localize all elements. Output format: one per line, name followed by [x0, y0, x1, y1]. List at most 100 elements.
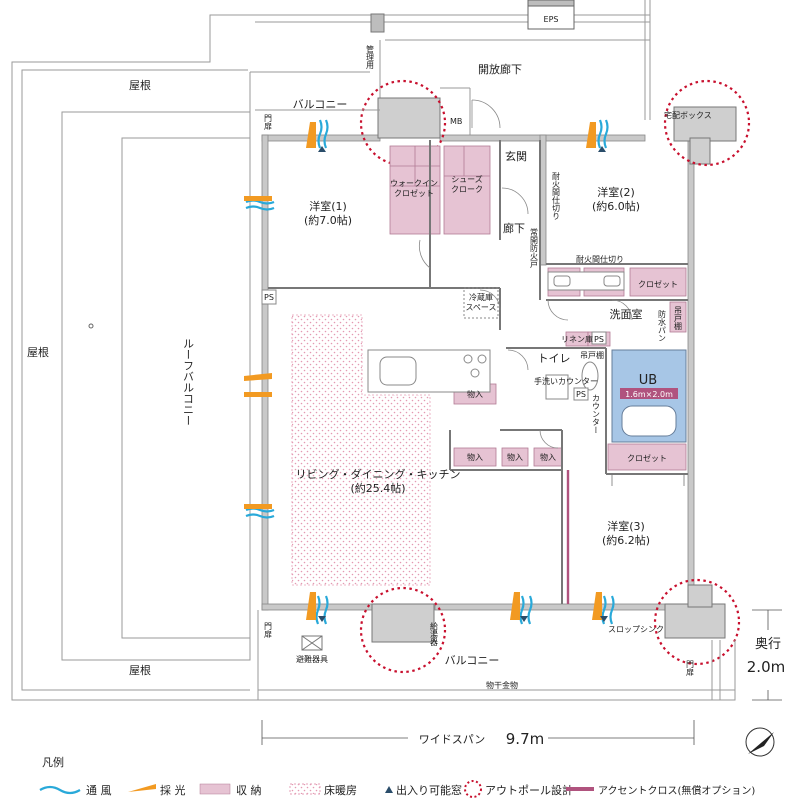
hallway-label: 廊下: [503, 221, 525, 235]
roof-balcony-label: ルーフバルコニー: [182, 338, 195, 426]
legend-access-window-label: 出入り可能窓: [396, 783, 462, 797]
floor-heating-area: [291, 314, 431, 586]
legend-title: 凡例: [42, 755, 64, 769]
delivery-box-label: 宅配ボックス: [664, 110, 712, 120]
stove-burner-3: [470, 368, 480, 378]
balcony-bottom-label: バルコニー: [445, 654, 500, 667]
stove-burner-2: [477, 354, 487, 364]
ub-size-band: [620, 388, 678, 399]
washroom-label: 洗面室: [610, 307, 643, 321]
legend-outpole-swatch: [464, 780, 482, 798]
legend-outpole-label: アウトポール設計: [485, 783, 573, 797]
stove-burner-1: [463, 354, 473, 364]
drain-marker: [88, 323, 94, 329]
vanity-counter: [547, 271, 625, 291]
open-corridor-label: 開放廊下: [478, 62, 522, 76]
legend-floor-heating-label: 床暖房: [324, 783, 357, 797]
shoes-cloak-label: シューズクローク: [451, 174, 483, 194]
legend-access-window-swatch: [385, 786, 393, 793]
pipe-shaft: [370, 13, 385, 33]
roof-top-left-label: 屋根: [129, 78, 151, 92]
pillar-top-right: [673, 106, 737, 142]
gate-right-label: 門扉: [264, 622, 273, 639]
toilet-counter-label: 手洗いカウンター: [534, 376, 598, 386]
room1-label: 洋室(1)(約7.0帖): [304, 199, 352, 227]
ps-1-label: PS: [594, 335, 604, 344]
mb-label: MB: [450, 117, 462, 126]
wide-span-dimension: [261, 720, 695, 745]
linen-label: リネン庫: [561, 334, 593, 344]
wide-span-value: 9.7m: [506, 730, 544, 748]
toilet-counter-box: [545, 374, 569, 400]
fridge-label: 冷蔵庫スペース: [465, 292, 496, 312]
pillar-top-right-stem: [689, 137, 711, 165]
legend-accent-swatch: [566, 787, 594, 791]
pillar-bottom-right: [664, 603, 726, 639]
legend-light-label: 採 光: [160, 783, 186, 797]
north-arrow-icon: [745, 727, 775, 757]
outdoor-faucet-label: 給湯器: [430, 621, 439, 647]
ps-box-2: [573, 387, 589, 401]
legend-accent-label: アクセントクロス(無償オプション): [598, 784, 755, 797]
closet-room2-label: クロゼット: [638, 279, 678, 289]
fridge-space: [463, 287, 499, 319]
roof-bottom-label: 屋根: [129, 663, 151, 677]
toilet-hanging-label: 吊戸棚: [580, 350, 604, 360]
outpole-circle-bottom-center: [359, 586, 447, 674]
balcony-outline: [255, 109, 736, 701]
gate-bottom-right-label: 門扉: [686, 660, 695, 677]
balcony-top-label: バルコニー: [293, 98, 348, 111]
eps-label: EPS: [544, 15, 559, 24]
legend-wind-swatch: [39, 785, 81, 795]
wide-span-label: ワイドスパン: [419, 733, 486, 746]
bathtub: [621, 405, 677, 437]
clothes-pole-label: 物干金物: [486, 680, 518, 690]
meter-room-label: 管理用: [366, 44, 375, 70]
legend-light-swatch: [128, 784, 156, 792]
door-swings: [419, 99, 633, 449]
ps-box-1: [591, 331, 607, 345]
storage-4-label: 物入: [540, 452, 556, 462]
walkin-closet-label: ウォークインクロゼット: [390, 179, 438, 198]
outpole-circle-top-center: [359, 79, 447, 167]
legend-storage-label: 収 納: [236, 784, 262, 797]
pillar-bottom-center: [371, 603, 435, 643]
access-window-markers: [318, 146, 608, 622]
fire-door-label: 常開防火戸: [530, 228, 539, 269]
ps-left-label: PS: [264, 293, 274, 302]
slop-sink-label: スロップシンク: [608, 625, 664, 634]
hanging-cabinet-label: 吊戸棚: [674, 306, 683, 331]
pillar-bottom-right-stem: [687, 584, 713, 608]
ldk-label: リビング・ダイニング・キッチン(約25.4帖): [296, 467, 461, 495]
legend-wind-label: 通 風: [86, 784, 112, 797]
fire-partition-label-2: 耐火間仕切り: [576, 254, 624, 264]
entrance-label: 玄関: [505, 149, 527, 163]
kitchen-sink: [379, 356, 417, 386]
legend-storage-swatch: [199, 783, 231, 795]
roof-outline: [11, 14, 258, 701]
evac-hatch: [301, 635, 323, 651]
gate-left-label: 門扉: [264, 114, 273, 131]
storage-3-label: 物入: [507, 452, 523, 462]
depth-label: 奥行: [755, 637, 781, 652]
toilet-label: トイレ: [538, 352, 571, 365]
eps-box: [527, 4, 575, 30]
legend-floor-heating-swatch: [289, 783, 321, 795]
fire-partition-label-1: 耐火間仕切り: [552, 171, 561, 220]
ps-box-left: [261, 289, 277, 305]
counter-label: カウンター: [592, 394, 601, 434]
depth-dimension: [752, 609, 782, 701]
pillar-top-center: [377, 97, 441, 139]
toilet-bowl: [581, 361, 599, 391]
exterior-walls: [261, 134, 695, 611]
roof-left-label: 屋根: [27, 345, 49, 359]
evac-label: 避難器具: [296, 654, 328, 664]
room2-label: 洋室(2)(約6.0帖): [592, 185, 640, 213]
storage-2-label: 物入: [467, 452, 483, 462]
waterproof-pan-label: 防水パン: [658, 309, 667, 342]
depth-value: 2.0m: [747, 658, 785, 676]
ub-label: UB: [639, 373, 657, 388]
room3-label: 洋室(3)(約6.2帖): [602, 519, 650, 547]
outpole-circle-bottom-right: [653, 578, 741, 666]
